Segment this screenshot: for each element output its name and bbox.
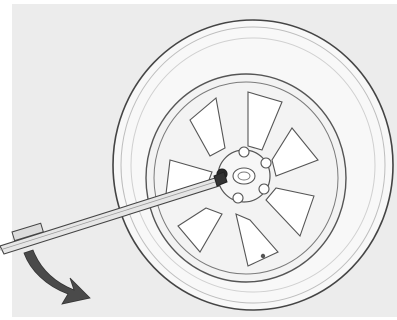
wheel-rim [146,74,346,282]
rotation-arrow [24,250,90,304]
valve-stem [261,254,265,258]
